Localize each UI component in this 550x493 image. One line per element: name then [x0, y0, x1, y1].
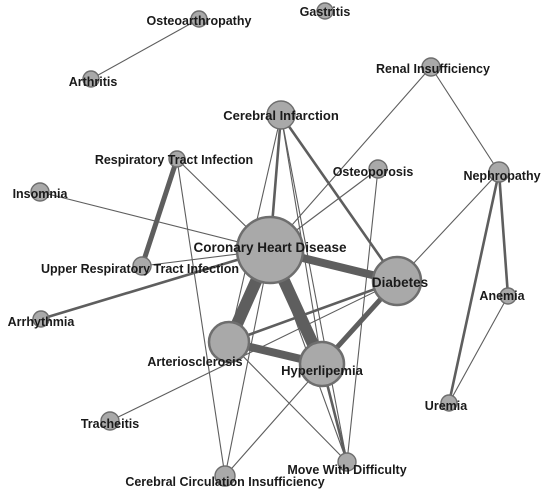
node-label-gastritis: Gastritis: [300, 5, 351, 19]
node-label-anemia: Anemia: [479, 289, 525, 303]
node-gastritis[interactable]: [316, 2, 334, 20]
node-label-osteoarthropathy: Osteoarthropathy: [147, 14, 252, 28]
node-label-arteriosclerosis: Arteriosclerosis: [147, 355, 242, 369]
node-upper-respiratory-tract-infection[interactable]: [132, 256, 152, 276]
edge-osteoarthropathy-arthritis: [90, 18, 200, 80]
node-label-chd: Coronary Heart Disease: [193, 240, 347, 255]
edge-nephropathy-anemia: [497, 170, 510, 298]
node-label-cerebral-infarction: Cerebral Infarction: [223, 108, 339, 123]
node-osteoarthropathy[interactable]: [190, 10, 208, 28]
node-label-renal-insufficiency: Renal Insufficiency: [376, 62, 490, 76]
node-tracheitis[interactable]: [100, 411, 120, 431]
node-uremia[interactable]: [440, 394, 458, 412]
node-cerebral-circulation-insufficiency[interactable]: [214, 465, 236, 487]
node-label-move-with-difficulty: Move With Difficulty: [287, 463, 406, 477]
edge-chd-arrhythmia: [39, 248, 272, 321]
node-move-with-difficulty[interactable]: [337, 452, 357, 472]
labels-layer: Coronary Heart DiseaseDiabetesHyperlipem…: [8, 5, 541, 489]
node-label-tracheitis: Tracheitis: [81, 417, 139, 431]
node-cerebral-infarction[interactable]: [266, 100, 296, 130]
node-hyperlipemia[interactable]: [298, 340, 346, 388]
edge-respiratory_tract_infection-upper_respiratory_tract_infection: [139, 156, 180, 269]
node-label-upper-respiratory-tract-infection: Upper Respiratory Tract Infection: [41, 262, 239, 276]
edge-cerebral_infarction-move_with_difficulty: [280, 114, 348, 463]
node-label-osteoporosis: Osteoporosis: [333, 165, 414, 179]
node-anemia[interactable]: [499, 287, 517, 305]
node-chd[interactable]: [235, 215, 305, 285]
node-label-respiratory-tract-infection: Respiratory Tract Infection: [95, 153, 253, 167]
node-arthritis[interactable]: [82, 70, 100, 88]
node-arteriosclerosis[interactable]: [207, 320, 251, 364]
node-respiratory-tract-infection[interactable]: [168, 150, 186, 168]
edge-tracheitis-diabetes: [109, 280, 398, 422]
node-nephropathy[interactable]: [488, 161, 510, 183]
edge-osteoporosis-move_with_difficulty: [346, 168, 379, 463]
node-arrhythmia[interactable]: [32, 310, 50, 328]
edge-cerebral_circulation_insufficiency-chd: [224, 249, 271, 477]
node-label-hyperlipemia: Hyperlipemia: [281, 363, 363, 378]
node-label-arthritis: Arthritis: [69, 75, 118, 89]
node-label-arrhythmia: Arrhythmia: [8, 315, 76, 329]
edge-anemia-uremia: [448, 295, 509, 404]
node-label-diabetes: Diabetes: [372, 275, 428, 290]
node-label-nephropathy: Nephropathy: [463, 169, 540, 183]
edge-respiratory_tract_infection-cerebral_circulation_insufficiency: [176, 158, 226, 477]
edge-renal_insufficiency-chd: [269, 66, 432, 251]
nodes-layer: [30, 2, 517, 487]
edge-arteriosclerosis-move_with_difficulty: [228, 341, 348, 463]
node-label-uremia: Uremia: [425, 399, 468, 413]
node-insomnia[interactable]: [30, 182, 50, 202]
node-diabetes[interactable]: [371, 255, 423, 307]
edge-nephropathy-uremia: [447, 170, 501, 405]
node-label-insomnia: Insomnia: [13, 187, 69, 201]
edge-insomnia-chd: [39, 191, 271, 251]
node-label-cerebral-circulation-insufficiency: Cerebral Circulation Insufficiency: [125, 475, 324, 489]
edge-renal_insufficiency-nephropathy: [430, 66, 500, 173]
node-renal-insufficiency[interactable]: [421, 57, 441, 77]
node-osteoporosis[interactable]: [368, 159, 388, 179]
